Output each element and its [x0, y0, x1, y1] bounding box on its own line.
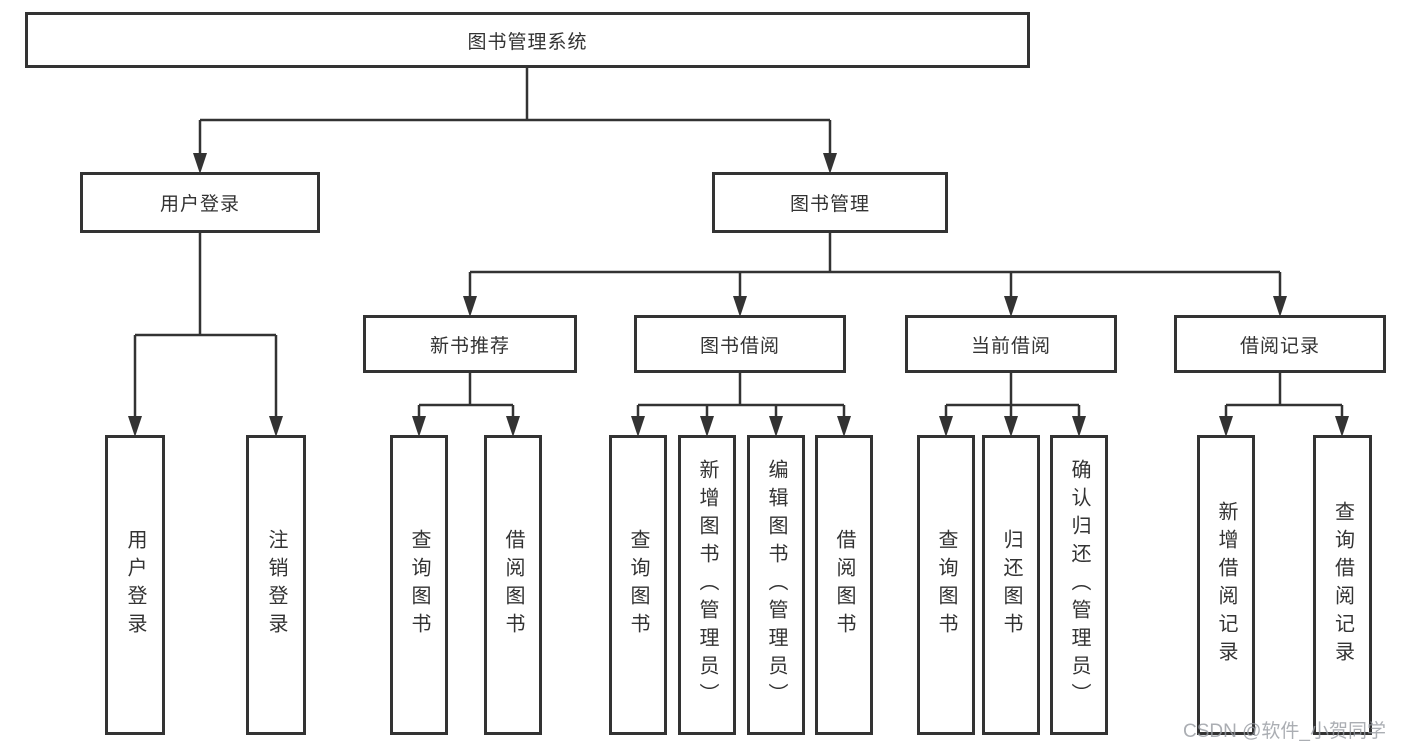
node-book-borrow-label: 图书借阅 [699, 335, 780, 357]
node-current-borrow: 当前借阅 [905, 315, 1117, 373]
leaf-query-books-recommend-label: 查询图书 [408, 529, 430, 641]
node-book-management-label: 图书管理 [789, 194, 870, 215]
leaf-edit-books-admin: 编辑图书（管理员） [747, 435, 805, 735]
leaf-edit-books-admin-label: 编辑图书（管理员） [765, 459, 787, 711]
leaf-logout-login-label: 注销登录 [265, 529, 287, 641]
node-current-borrow-label: 当前借阅 [970, 335, 1051, 357]
node-user-login-label: 用户登录 [159, 194, 240, 215]
leaf-query-books-borrow-label: 查询图书 [627, 529, 649, 641]
leaf-query-books-recommend: 查询图书 [390, 435, 448, 735]
leaf-add-books-admin: 新增图书（管理员） [678, 435, 736, 735]
leaf-query-borrow-record-label: 查询借阅记录 [1331, 501, 1354, 669]
leaf-return-books: 归还图书 [982, 435, 1040, 735]
leaf-query-books-borrow: 查询图书 [609, 435, 667, 735]
node-new-book-recommend: 新书推荐 [363, 315, 577, 373]
node-user-login: 用户登录 [80, 172, 320, 233]
leaf-user-login: 用户登录 [105, 435, 165, 735]
node-borrow-records-label: 借阅记录 [1239, 335, 1320, 357]
node-new-book-recommend-label: 新书推荐 [429, 335, 510, 357]
leaf-confirm-return-admin: 确认归还（管理员） [1050, 435, 1108, 735]
leaf-add-borrow-record: 新增借阅记录 [1197, 435, 1255, 735]
leaf-borrow-books: 借阅图书 [815, 435, 873, 735]
leaf-query-books-current: 查询图书 [917, 435, 975, 735]
leaf-borrow-books-recommend-label: 借阅图书 [502, 529, 524, 641]
leaf-borrow-books-label: 借阅图书 [833, 529, 855, 641]
node-library-system: 图书管理系统 [25, 12, 1030, 68]
leaf-user-login-label: 用户登录 [124, 529, 146, 641]
leaf-query-books-current-label: 查询图书 [935, 529, 957, 641]
node-book-management: 图书管理 [712, 172, 948, 233]
leaf-query-borrow-record: 查询借阅记录 [1313, 435, 1372, 735]
leaf-return-books-label: 归还图书 [1000, 529, 1022, 641]
node-library-system-label: 图书管理系统 [467, 31, 588, 53]
node-borrow-records: 借阅记录 [1174, 315, 1386, 373]
node-book-borrow: 图书借阅 [634, 315, 846, 373]
arrowheads [128, 153, 1349, 437]
watermark: CSDN @软件_小贺同学 [1183, 721, 1386, 742]
leaf-add-books-admin-label: 新增图书（管理员） [696, 459, 718, 711]
leaf-logout-login: 注销登录 [246, 435, 306, 735]
leaf-confirm-return-admin-label: 确认归还（管理员） [1068, 459, 1090, 711]
leaf-borrow-books-recommend: 借阅图书 [484, 435, 542, 735]
leaf-add-borrow-record-label: 新增借阅记录 [1215, 501, 1237, 669]
